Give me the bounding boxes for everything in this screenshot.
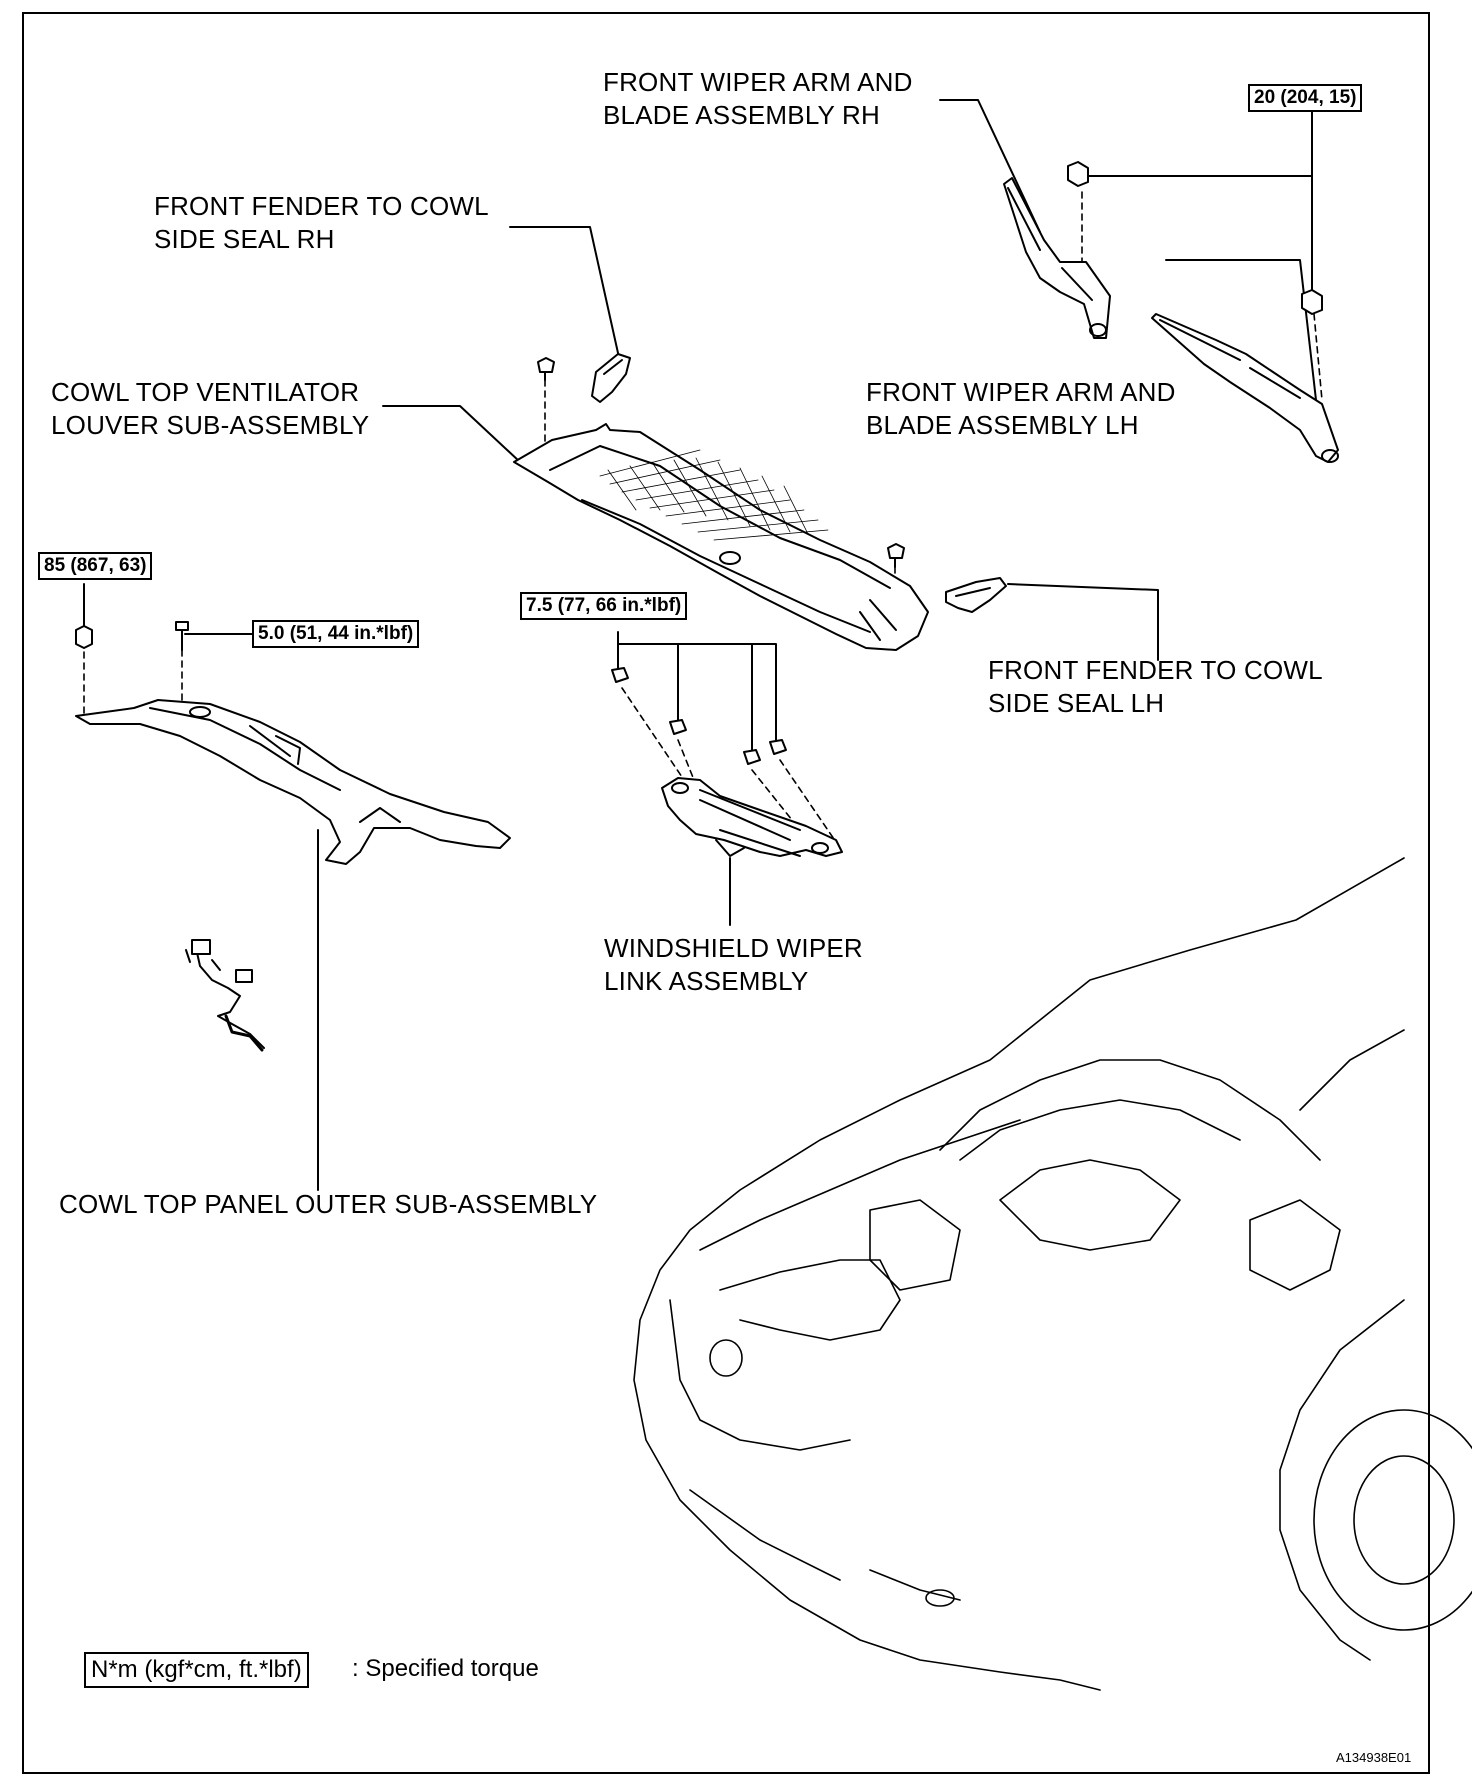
side-seal-rh xyxy=(591,353,631,403)
wiper-nuts xyxy=(1067,161,1323,315)
vehicle-outline xyxy=(633,857,1472,1691)
wiper-arm-lh xyxy=(1151,313,1339,463)
label-side-seal-rh: FRONT FENDER TO COWL SIDE SEAL RH xyxy=(154,191,489,254)
wiper-link xyxy=(661,777,843,857)
side-seal-lh xyxy=(945,577,1007,613)
leader-lines xyxy=(83,99,1317,1191)
panel-fasteners xyxy=(75,621,189,651)
torque-panel-nut: 85 (867, 63) xyxy=(38,552,153,580)
torque-wiper-nut: 20 (204, 15) xyxy=(1248,84,1363,112)
louver-clips xyxy=(537,357,905,568)
legend-torque-text: : Specified torque xyxy=(352,1655,539,1682)
torque-panel-bolt: 5.0 (51, 44 in.*lbf) xyxy=(252,620,420,648)
label-wiper-link: WINDSHIELD WIPER LINK ASSEMBLY xyxy=(604,933,863,996)
torque-link-bolt: 7.5 (77, 66 in.*lbf) xyxy=(520,592,688,620)
cowl-panel-outer xyxy=(75,699,511,865)
ventilator-louver xyxy=(513,423,929,651)
legend-torque-units: N*m (kgf*cm, ft.*lbf) xyxy=(84,1652,309,1688)
wire-harness xyxy=(185,939,265,1052)
label-wiper-arm-rh: FRONT WIPER ARM AND BLADE ASSEMBLY RH xyxy=(603,67,913,130)
diagram-frame xyxy=(22,12,1430,1774)
label-ventilator-louver: COWL TOP VENTILATOR LOUVER SUB-ASSEMBLY xyxy=(51,377,370,440)
label-wiper-arm-lh: FRONT WIPER ARM AND BLADE ASSEMBLY LH xyxy=(866,377,1176,440)
label-side-seal-lh: FRONT FENDER TO COWL SIDE SEAL LH xyxy=(988,655,1323,718)
wiper-arm-rh xyxy=(1003,177,1111,339)
link-bolts xyxy=(611,667,787,765)
figure-code: A134938E01 xyxy=(1336,1750,1412,1765)
label-cowl-panel-outer: COWL TOP PANEL OUTER SUB-ASSEMBLY xyxy=(59,1189,598,1219)
